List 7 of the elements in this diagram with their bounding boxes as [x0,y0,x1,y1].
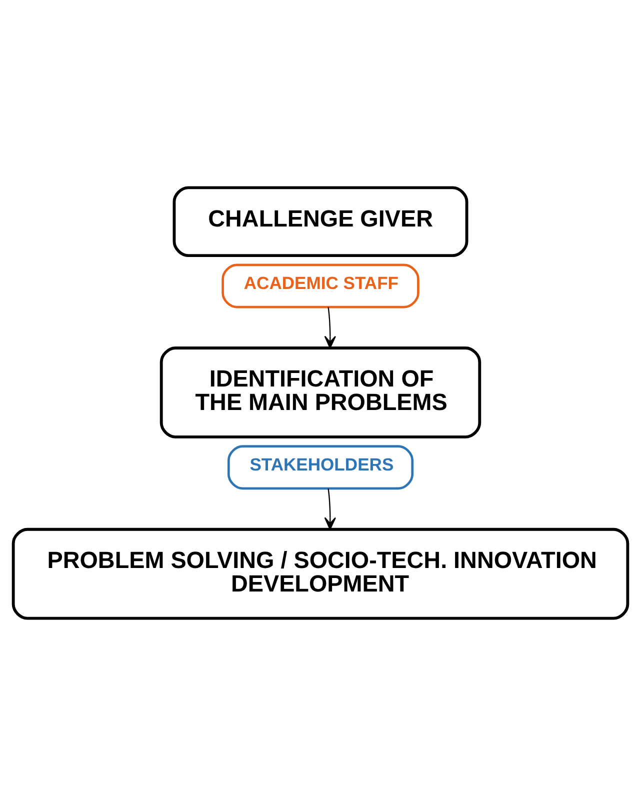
node-box: PROBLEM SOLVING / SOCIO-TECH. INNOVATION DEVELOPMENT [12,528,630,620]
arrow [324,488,336,530]
node-box: IDENTIFICATION OF THE MAIN PROBLEMS [160,346,482,438]
node-box: ACADEMIC STAFF [222,264,420,308]
node-box: STAKEHOLDERS [227,445,414,490]
node-box: CHALLENGE GIVER [172,186,468,258]
arrow [324,307,336,349]
